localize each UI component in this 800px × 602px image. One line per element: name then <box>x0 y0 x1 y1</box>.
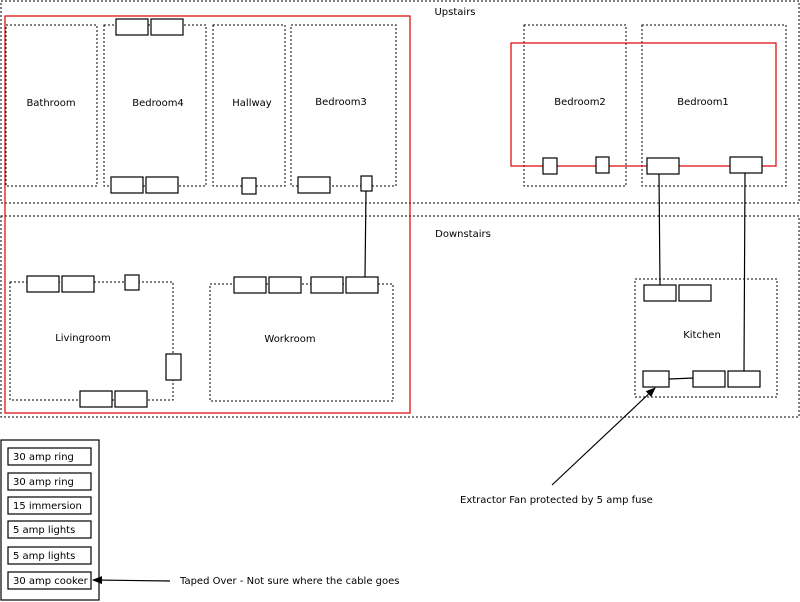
socket-vertical <box>165 353 182 381</box>
room-bedroom2 <box>523 24 627 187</box>
socket <box>79 390 113 408</box>
light-switch <box>542 157 558 175</box>
socket <box>678 284 712 302</box>
socket <box>26 275 60 293</box>
socket <box>646 157 680 175</box>
light-switch <box>360 175 373 192</box>
fuse-label-6: 30 amp cooker <box>13 576 89 587</box>
fuse-label-5: 5 amp lights <box>13 551 75 562</box>
downstairs-floor <box>0 215 800 418</box>
upstairs-label: Upstairs <box>434 7 475 18</box>
taped-annotation: Taped Over - Not sure where the cable go… <box>179 576 400 587</box>
livingroom-label: Livingroom <box>55 333 111 344</box>
extractor-arrow <box>551 387 656 486</box>
circuit-boundary-left <box>4 15 411 414</box>
light-switch <box>124 274 140 291</box>
socket <box>145 176 179 194</box>
fuse-slot-1 <box>7 447 92 466</box>
socket <box>692 370 726 388</box>
extractor-annotation: Extractor Fan protected by 5 amp fuse <box>460 495 653 506</box>
bedroom2-label: Bedroom2 <box>554 97 606 108</box>
light-switch <box>241 177 257 195</box>
workroom-label: Workroom <box>264 334 315 345</box>
fuse-slot-6 <box>7 571 92 590</box>
socket <box>727 370 761 388</box>
bedroom3-label: Bedroom3 <box>315 97 367 108</box>
room-bathroom <box>5 24 98 187</box>
downstairs-label: Downstairs <box>435 229 491 240</box>
bedroom1-label: Bedroom1 <box>677 97 729 108</box>
socket <box>268 276 302 294</box>
cable-bedroom1-kitchen-b <box>743 172 746 372</box>
cable-kitchen-fan <box>668 377 695 380</box>
socket <box>115 18 149 36</box>
extractor-fan-fitting <box>642 370 670 388</box>
cable-bedroom3-workroom <box>364 190 367 278</box>
fuse-slot-3 <box>7 496 92 515</box>
room-bedroom1 <box>641 24 787 187</box>
socket <box>110 176 144 194</box>
circuit-boundary-right <box>510 42 777 167</box>
bedroom4-label: Bedroom4 <box>132 98 184 109</box>
fuse-label-3: 15 immersion <box>13 501 82 512</box>
room-bedroom3 <box>290 24 397 187</box>
socket <box>61 275 95 293</box>
socket <box>643 284 677 302</box>
light-switch <box>595 156 610 174</box>
kitchen-label: Kitchen <box>683 330 721 341</box>
fuse-slot-4 <box>7 520 92 539</box>
hallway-label: Hallway <box>232 98 272 109</box>
fuse-box-circuits: 30 amp ring 30 amp ring 15 immersion 5 a… <box>7 447 92 590</box>
fuse-box <box>0 439 100 601</box>
fuse-slot-2 <box>7 472 92 491</box>
socket <box>729 156 763 174</box>
bathroom-label: Bathroom <box>26 98 75 109</box>
socket <box>114 390 148 408</box>
fuse-slot-5 <box>7 546 92 565</box>
room-workroom <box>209 283 394 402</box>
cable-bedroom1-kitchen-a <box>658 173 661 287</box>
socket <box>310 276 344 294</box>
fuse-label-1: 30 amp ring <box>13 452 74 463</box>
room-kitchen <box>634 278 778 398</box>
socket <box>233 276 267 294</box>
fuse-label-4: 5 amp lights <box>13 525 75 536</box>
socket <box>150 18 184 36</box>
taped-arrow <box>92 576 171 585</box>
socket <box>345 276 379 294</box>
fuse-label-2: 30 amp ring <box>13 477 74 488</box>
socket <box>297 176 331 194</box>
